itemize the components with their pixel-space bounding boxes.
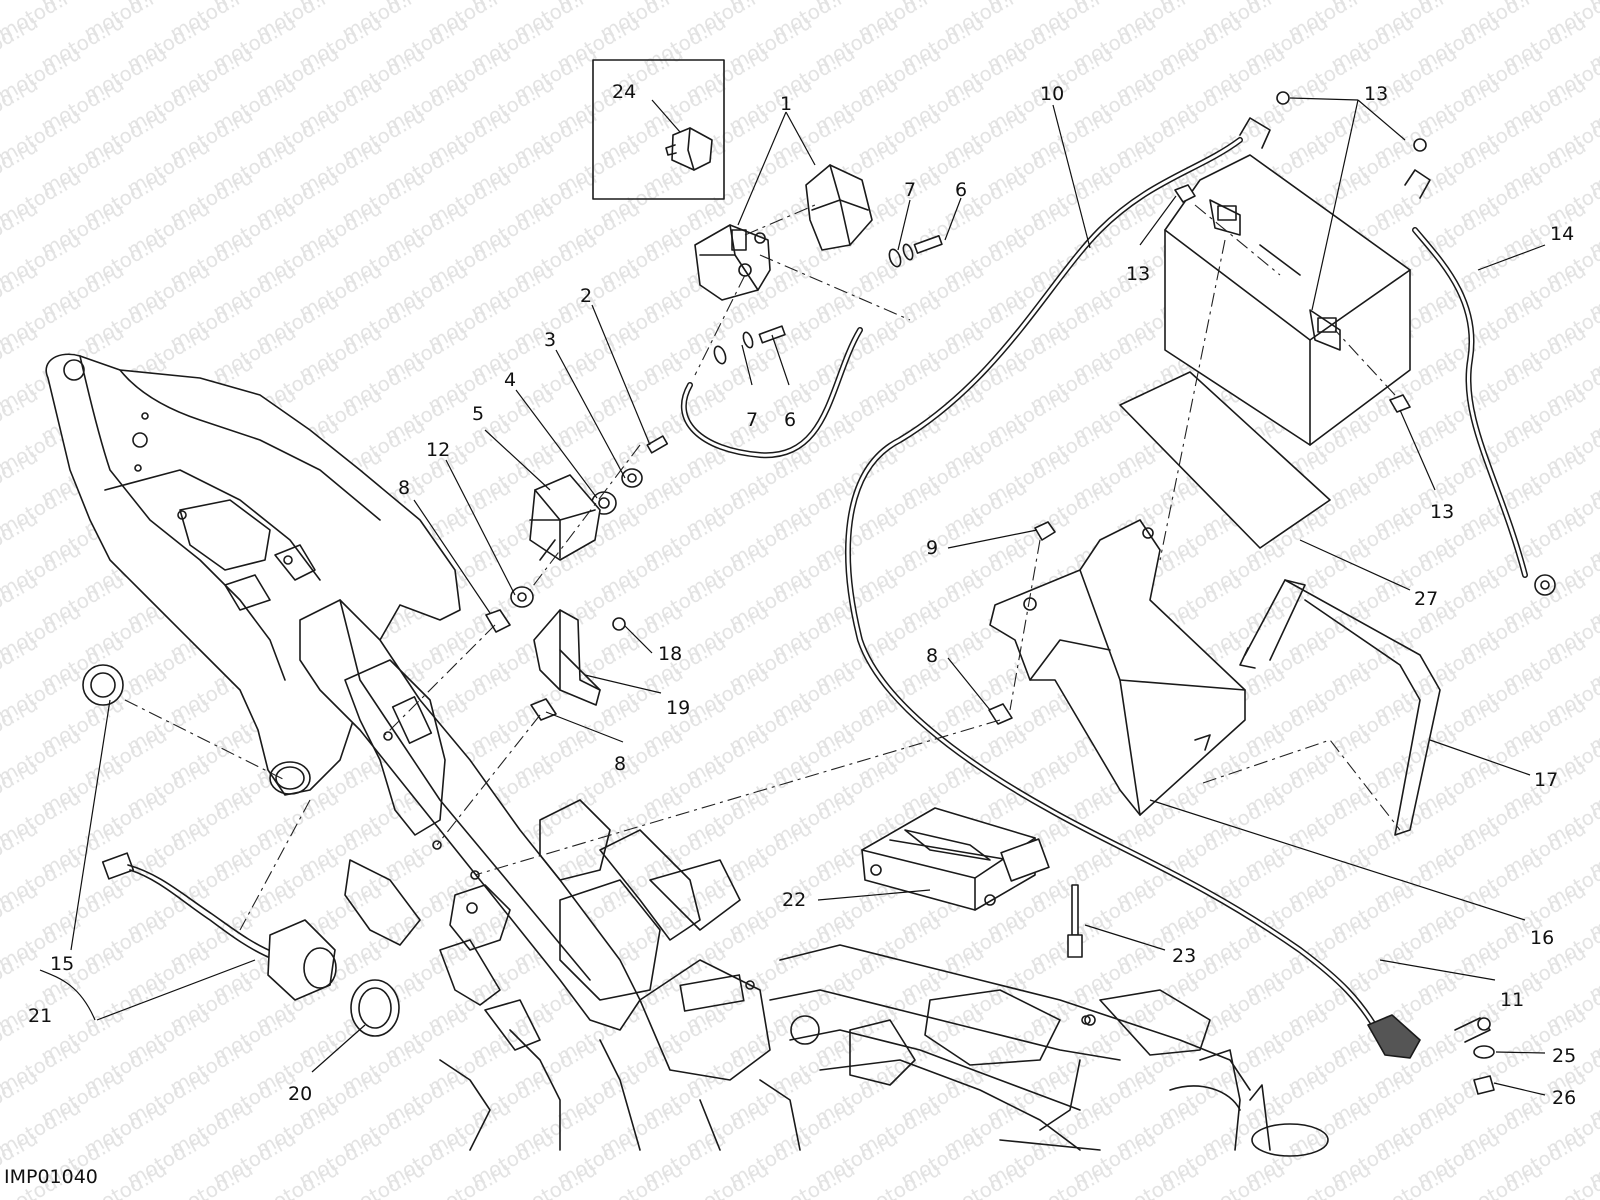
callout-8-right: 8: [926, 645, 938, 667]
relay-mount-parts: [510, 435, 669, 608]
callout-5: 5: [472, 403, 484, 425]
callout-15: 15: [50, 953, 74, 975]
mounting-stud: [1067, 884, 1091, 1025]
callout-labels: 1 2 3 4 5 6 6 7 7 8 8 8 9 10 11 12 13 13…: [28, 81, 1576, 1109]
assembly-lines: [124, 204, 1401, 931]
callout-23: 23: [1172, 945, 1196, 967]
screws: [1034, 91, 1427, 541]
callout-19: 19: [666, 697, 690, 719]
callout-16: 16: [1530, 927, 1554, 949]
ecu-unit: [861, 807, 1050, 911]
callout-9: 9: [926, 537, 938, 559]
power-socket: [82, 664, 400, 1037]
callout-13-right: 13: [1430, 501, 1454, 523]
callout-2: 2: [580, 285, 592, 307]
cables: [681, 117, 1556, 1095]
callout-14: 14: [1550, 223, 1574, 245]
callout-20: 20: [288, 1083, 312, 1105]
callout-7-top: 7: [904, 179, 916, 201]
callout-4: 4: [504, 369, 516, 391]
callout-18: 18: [658, 643, 682, 665]
rear-subframe: [45, 353, 820, 1151]
callout-1: 1: [780, 93, 792, 115]
fuse-inset-box: [592, 59, 725, 200]
callout-26: 26: [1552, 1087, 1576, 1109]
callout-17: 17: [1534, 769, 1558, 791]
callout-12: 12: [426, 439, 450, 461]
callout-8-middle: 8: [614, 753, 626, 775]
callout-3: 3: [544, 329, 556, 351]
main-frame: [699, 944, 1329, 1157]
callout-10: 10: [1040, 83, 1064, 105]
callout-24: 24: [612, 81, 636, 103]
callout-6-bottom: 6: [784, 409, 796, 431]
callout-11: 11: [1500, 989, 1524, 1011]
callout-7-bottom: 7: [746, 409, 758, 431]
callout-25: 25: [1552, 1045, 1576, 1067]
callout-22: 22: [782, 889, 806, 911]
battery-pad: [1119, 371, 1331, 549]
callout-6-top: 6: [955, 179, 967, 201]
callout-27: 27: [1414, 588, 1438, 610]
leader-lines: [39, 97, 1546, 1096]
clips-and-bracket: [485, 609, 1013, 725]
battery-strap: [1239, 579, 1441, 836]
battery: [1164, 154, 1411, 446]
callout-8-left: 8: [398, 477, 410, 499]
relay-bolts: [713, 234, 943, 365]
callout-13-left: 13: [1126, 263, 1150, 285]
diagram-code: IMP01040: [4, 1166, 98, 1188]
starter-relay-1: [694, 164, 873, 301]
callout-13-top: 13: [1364, 83, 1388, 105]
callout-21: 21: [28, 1005, 52, 1027]
